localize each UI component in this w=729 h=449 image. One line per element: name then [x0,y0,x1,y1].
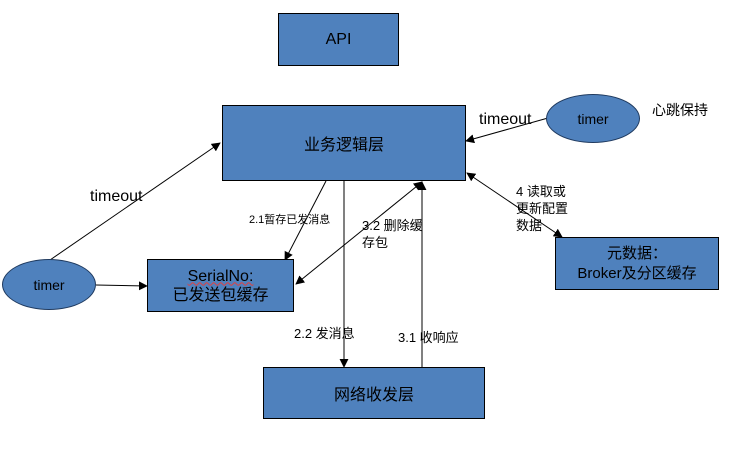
timeout-right-label: timeout [479,111,532,128]
arrow-timeout-right [465,117,549,144]
api-node[interactable]: API [278,13,399,66]
metadata-node-title: 元数据： [606,244,667,262]
serial-cache-node-title: SerialNo: [187,267,254,285]
step-3-2-label-line2: 存包 [362,235,389,250]
step-2-1-label: 2.1暂存已发消息 [249,214,331,226]
timeout-left-label: timeout [90,188,143,205]
step-3-2-label-line1: 3.2 删除缓 [362,218,423,233]
step-2-2-label: 2.2 发消息 [294,326,355,341]
step-3-1-label: 3.1 收响应 [398,330,459,345]
arrow-step-3-2 [295,181,423,285]
timer-right-node[interactable]: timer [546,94,640,143]
business-logic-node[interactable]: 业务逻辑层 [222,105,466,181]
arrow-metadata-bidirectional [466,172,563,238]
timer-left-node[interactable]: timer [2,259,96,310]
timer-left-node-label: timer [33,276,65,293]
step-4-label-line2: 更新配置 [516,201,569,216]
step-4-label-line3: 数据 [516,218,543,233]
metadata-node[interactable]: 元数据： Broker及分区缓存 [555,237,719,290]
network-layer-node[interactable]: 网络收发层 [263,367,485,419]
business-logic-node-label: 业务逻辑层 [303,137,384,154]
timer-right-node-label: timer [577,110,609,127]
arrow-timeout-left [49,142,221,261]
serial-cache-node[interactable]: SerialNo: 已发送包缓存 [147,259,294,312]
arrow-timer-to-serial [95,281,148,291]
step-4-label-line1: 4 读取或 [516,184,566,199]
api-node-label: API [325,30,352,48]
serial-cache-node-subtitle: 已发送包缓存 [172,286,269,304]
network-layer-node-label: 网络收发层 [333,387,414,404]
heartbeat-label: 心跳保持 [652,102,708,118]
metadata-node-subtitle: Broker及分区缓存 [577,264,697,282]
